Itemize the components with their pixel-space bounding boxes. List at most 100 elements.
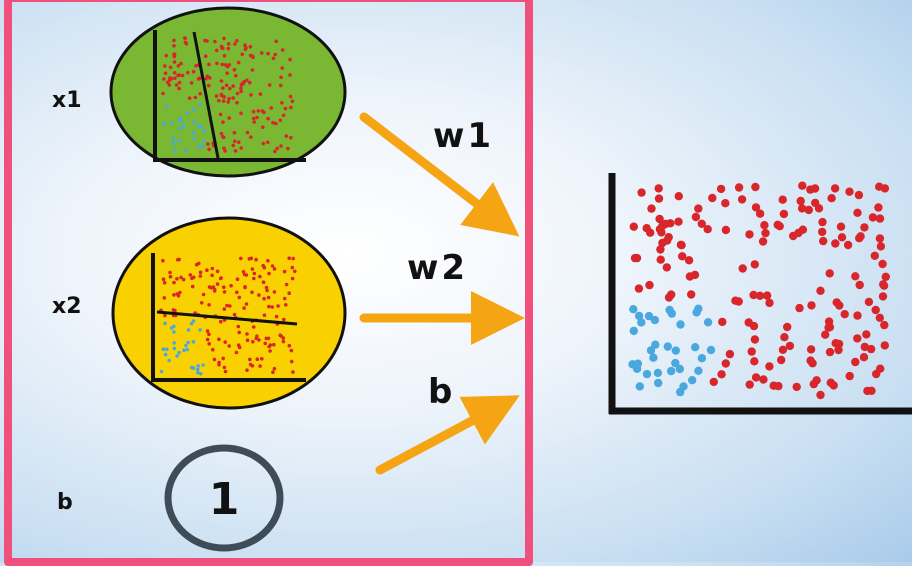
output-scatter-point [667,366,676,376]
output-scatter-point [795,303,804,313]
x2-scatter-point [258,364,262,368]
x2-scatter-point [207,303,211,307]
x1-scatter-point [267,83,272,87]
x1-scatter-point [218,112,223,117]
x2-scatter-point [268,349,272,353]
output-scatter-point [816,286,825,295]
x1-scatter-point [261,141,266,146]
output-scatter-point [836,222,846,231]
x2-scatter-point [229,283,233,288]
x1-scatter-point [222,146,226,150]
x1-scatter-point [235,38,239,43]
output-scatter-point [688,376,697,385]
output-scatter-point [855,280,864,290]
x1-scatter-point [205,74,210,79]
output-scatter-point [628,360,637,369]
x2-scatter-point [207,342,211,346]
x1-scatter-point [177,126,182,131]
x1-scatter-point [236,60,241,65]
x2-scatter-point [165,347,169,352]
output-scatter-point [821,330,830,339]
x2-scatter-point [184,343,188,348]
x2-scatter-point [172,341,176,345]
output-scatter-point [875,234,885,243]
output-scatter-point [657,228,666,237]
output-scatter-point [819,236,828,246]
x1-scatter-point [289,105,293,110]
x1-scatter-point [250,68,255,72]
x2-scatter-point [185,347,189,352]
x1-scatter-point [172,44,176,48]
x2-scatter-point [252,271,257,276]
x1-scatter-point [183,40,188,45]
x1-scatter-point [283,106,288,111]
x2-scatter-point [289,359,294,364]
x1-scatter-point [164,53,168,58]
x2-scatter-point [191,340,196,344]
x1-scatter-point [179,61,183,66]
x1-scatter-point [278,118,283,123]
x2-scatter-point [222,285,226,290]
x2-scatter-point [201,363,205,367]
output-scatter-point [855,234,864,243]
x2-scatter-point [198,274,203,278]
output-scatter-point [796,196,805,206]
x1-scatter-point [261,125,265,129]
x1-scatter-point [173,76,177,80]
x1-scatter-point [171,141,176,146]
x1-scatter-point [275,146,280,151]
output-scatter-point [845,187,854,196]
x2-scatter-point [199,301,204,305]
output-scatter-point [697,354,707,363]
output-scatter-point [759,375,768,384]
arrow-w1 [359,112,520,237]
x2-scatter-point [236,324,241,329]
x1-scatter-point [251,109,256,114]
x2-scatter-point [182,348,186,353]
output-scatter-point [635,382,644,391]
x1-scatter-point [172,71,177,75]
output-scatter-point [765,362,774,371]
x2-scatter-point [209,286,213,290]
output-scatter-point [721,199,730,208]
x2-scatter-point [161,347,166,352]
x2-scatter-point [198,328,202,332]
x2-scatter-point [235,277,240,282]
output-scatter-point [751,373,761,382]
output-scatter-point [691,212,701,222]
x2-scatter-point [257,338,261,342]
x1-scatter-point [239,111,243,116]
x2-scatter-point [245,368,249,373]
x2-scatter-point [261,280,266,285]
output-scatter-point [750,357,759,366]
x1-scatter-point [233,139,237,144]
output-scatter-point [860,342,869,352]
output-scatter-point [881,272,890,281]
x1-scatter-point [180,73,185,78]
output-scatter-point [721,359,730,368]
output-scatter-point [809,379,818,389]
output-scatter-point [851,357,860,367]
x1-scatter-point [227,116,231,120]
output-scatter-point [825,269,834,278]
x2-scatter-point [241,270,246,274]
output-scatter-point [826,378,835,387]
output-scatter-point [684,256,694,265]
output-scatter-point [853,208,862,217]
x2-scatter-point [282,296,287,301]
x1-scatter-point [167,83,172,87]
x2-scatter-point [267,344,272,349]
x1-scatter-point [174,83,179,87]
x2-scatter-point [221,356,225,361]
x2-scatter-point [272,342,276,347]
x2-scatter-point [222,307,227,311]
x1-scatter-point [217,98,221,103]
x2-scatter-point [215,282,220,286]
output-scatter-point [690,270,700,280]
output-scatter-point [853,311,862,320]
x2-scatter-point [205,268,209,273]
x2-scatter-point [188,273,193,277]
x1-scatter-point [191,69,196,74]
x2-scatter-point [227,344,231,348]
x1-scatter-point [186,70,190,75]
